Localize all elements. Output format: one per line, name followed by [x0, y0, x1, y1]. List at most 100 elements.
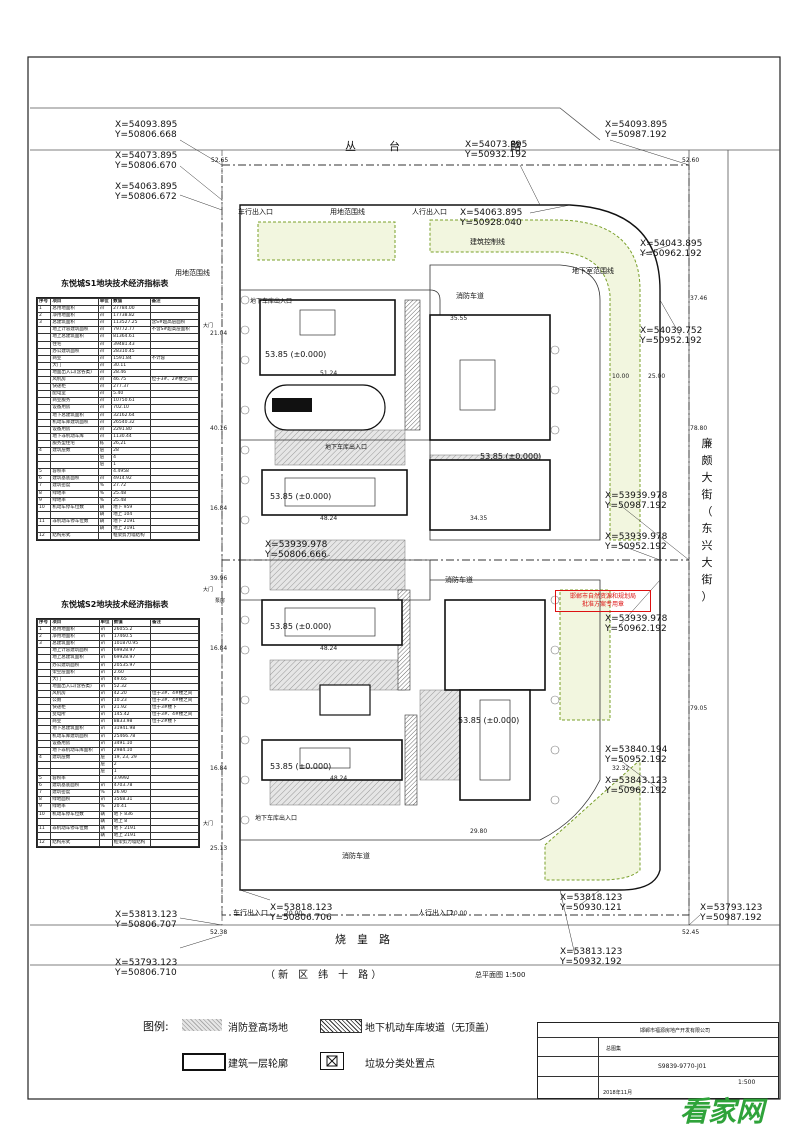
table-cell: 277.37 — [111, 383, 151, 392]
table-cell: ㎡ — [98, 626, 113, 635]
coordinate-y: Y=50987.192 — [700, 913, 762, 923]
table-cell: 26540.32 — [111, 418, 151, 427]
table-cell — [36, 524, 52, 534]
street-east-char: 大 — [701, 556, 713, 569]
label-landuse-line: 用地范围线 — [330, 208, 365, 216]
table-cell: 26,21 — [111, 439, 151, 448]
table-cell: 30.11 — [111, 361, 151, 370]
table-cell: 地上计容建筑面积 — [50, 326, 99, 335]
table-cell: ㎡ — [97, 312, 113, 321]
street-name-north: 丛 台 路 — [345, 140, 521, 153]
table-cell: 地下非机动车库面积 — [50, 746, 100, 755]
table-cell: 2 — [36, 633, 52, 642]
table-cell: 10 — [36, 810, 52, 819]
coordinate-y: Y=50806.670 — [115, 161, 177, 171]
coordinate-x: X=53813.123 — [560, 947, 623, 957]
street-east-char: 大 — [701, 471, 713, 484]
table-cell: 1130.44 — [111, 432, 151, 441]
table-cell — [149, 312, 200, 321]
table-cell: 地面出入口(含各类) — [50, 682, 100, 691]
table-cell: 商业服务 — [50, 397, 99, 406]
table-cell: 79772.77 — [111, 326, 151, 335]
table-cell — [150, 775, 199, 784]
table-cell — [50, 817, 100, 826]
table-cell: 快递柜 — [50, 704, 100, 713]
table-cell: 145.42 — [111, 711, 152, 720]
table-cell: ㎡ — [97, 376, 113, 385]
table-cell: 地面出入口(含各类) — [50, 368, 99, 378]
table-cell — [149, 532, 200, 541]
table-cell: 42.20 — [111, 689, 152, 699]
table-cell — [150, 654, 199, 663]
table-cell — [150, 767, 199, 777]
table-cell: 绿地率 — [50, 489, 99, 498]
table-cell — [149, 461, 200, 470]
title-block-date: 2018年11月 — [603, 1090, 633, 1096]
svg-text:21.04: 21.04 — [210, 330, 227, 337]
table-cell: 层 — [98, 760, 113, 769]
svg-text:78.80: 78.80 — [690, 425, 707, 432]
svg-text:29.80: 29.80 — [470, 828, 487, 835]
table-cell: 4914.92 — [111, 475, 151, 484]
legend-label-ramp: 地下机动车库坡道（无顶盖） — [365, 1023, 495, 1034]
table-cell: % — [98, 789, 113, 798]
table-cell: 地下非机动车库 — [50, 432, 99, 441]
table-cell: 辆 — [98, 810, 113, 819]
stamp-line-1: 邯郸市自然资源和规划局 — [569, 593, 636, 600]
coordinate-y: Y=50987.192 — [605, 130, 667, 140]
table-cell — [36, 425, 52, 434]
table-cell: 5 — [36, 775, 52, 784]
svg-text:25.13: 25.13 — [210, 845, 227, 852]
table-cell: 4.4958 — [111, 468, 151, 477]
table-cell: 28 — [111, 446, 151, 456]
label-garage-ramp-2: 地下车库出入口 — [325, 444, 368, 451]
table-cell: 辆 — [98, 831, 113, 840]
table-cell: 4 — [36, 446, 52, 456]
table-cell — [149, 524, 200, 534]
legend-label-garbage: 垃圾分类处置点 — [365, 1059, 435, 1070]
table-cell: 81364.61 — [111, 333, 151, 342]
title-block-number: S9839-9770-J01 — [658, 1063, 707, 1070]
coordinate-x: X=53813.123 — [115, 910, 178, 920]
table-cell: 非机动车停车位数 — [50, 824, 100, 833]
table-cell: 地上总建筑面积 — [50, 333, 99, 342]
table-cell: 31941.98 — [111, 725, 152, 734]
label-gate-2: 大门 — [203, 587, 214, 593]
label-garage-ramp-1: 地下车库出入口 — [250, 298, 293, 305]
table-cell — [98, 838, 113, 848]
table-cell — [36, 340, 52, 349]
table-cell: 架空层面积 — [50, 668, 100, 677]
table-cell: ㎡ — [97, 354, 113, 363]
table-cell: ㎡ — [97, 361, 113, 370]
coordinate-y: Y=50806.668 — [115, 130, 177, 140]
table-cell: 住宅 — [50, 340, 99, 349]
table-cell — [36, 376, 52, 385]
coordinate-x: X=54063.895 — [115, 182, 178, 192]
elev-building-4: 53.85 (±0.000) — [270, 762, 332, 771]
table-cell: 27784.00 — [111, 305, 151, 314]
table-cell: 8 — [36, 489, 52, 498]
legend-label-building: 建筑一层轮廓 — [228, 1059, 288, 1070]
table-cell: 框架剪力墙结构 — [111, 532, 151, 541]
legend-swatch-ramp — [320, 1019, 362, 1033]
table-cell: 6 — [36, 475, 52, 484]
table-cell: 12 — [36, 532, 52, 541]
legend-label-fire: 消防登高场地 — [228, 1023, 288, 1034]
